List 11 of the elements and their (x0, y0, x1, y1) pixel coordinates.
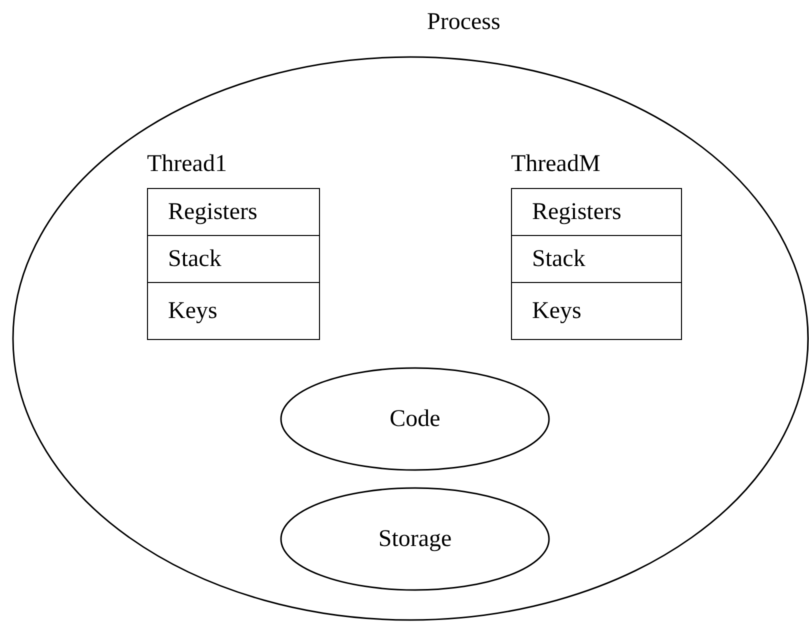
process-label: Process (427, 8, 500, 36)
table-cell: Registers (511, 188, 682, 236)
ellipse-label: Code (390, 406, 440, 432)
table-cell: Stack (147, 235, 320, 283)
table-cell: Registers (147, 188, 320, 236)
table-cell: Stack (511, 235, 682, 283)
table-cell: Keys (511, 282, 682, 340)
thread-label: Thread1 (147, 150, 227, 178)
ellipse-label: Storage (378, 526, 452, 552)
thread-label: ThreadM (511, 150, 600, 178)
table-cell: Keys (147, 282, 320, 340)
